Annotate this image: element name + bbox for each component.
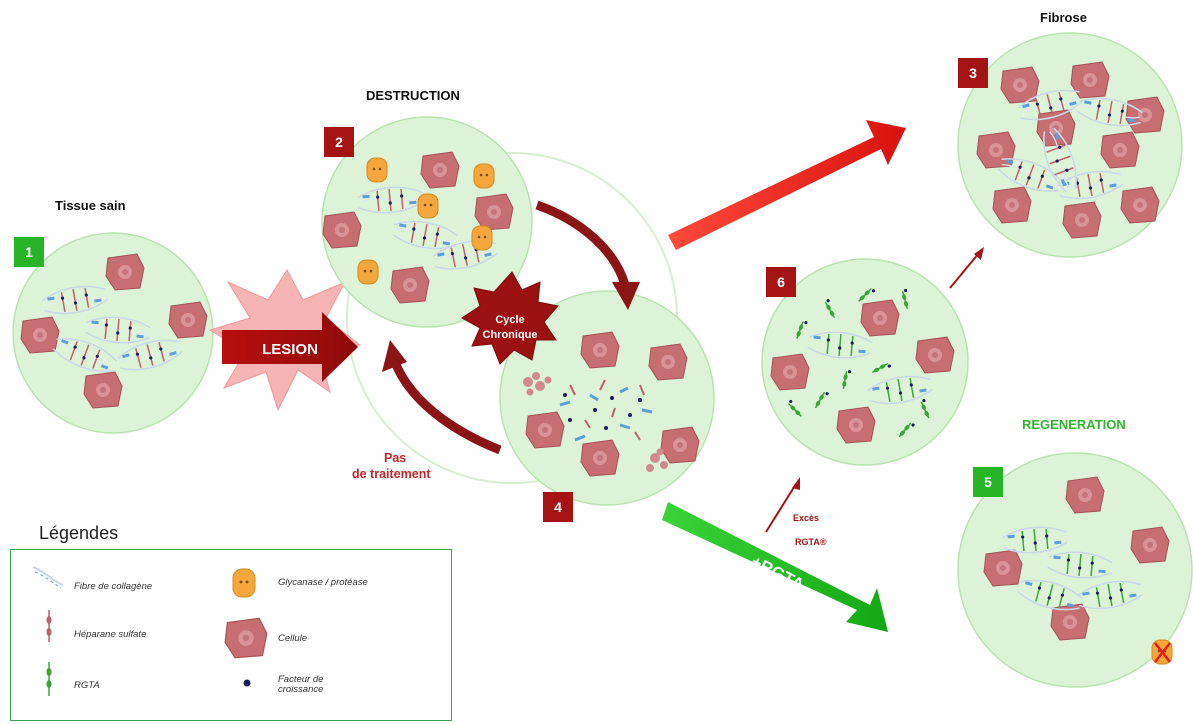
growth-factor-icon: [243, 679, 251, 687]
glycanase-icon: [232, 568, 256, 598]
regeneration-circle: [957, 452, 1193, 688]
cycle-arrow-back: [382, 340, 502, 455]
chronic-circle: [499, 290, 715, 506]
stage-3-title: Fibrose: [1040, 10, 1087, 25]
legend-growth-factor-line1: Facteur de: [278, 674, 324, 685]
legend-box: Fibre de collagène Héparane sulfate RGTA…: [10, 549, 452, 721]
excess-label-line2: RGTA®: [795, 537, 827, 547]
fibrosis-circle: [957, 32, 1183, 258]
excess-arrow: [765, 477, 800, 533]
legend-rgta-label: RGTA: [74, 680, 100, 691]
stage-4-badge: 4: [543, 492, 573, 522]
stage-3-badge: 3: [958, 58, 988, 88]
stage-1-title: Tissue sain: [55, 198, 126, 213]
healthy-tissue-circle: [12, 232, 214, 434]
cycle-label-line2: Chronique: [483, 329, 538, 341]
legend-cell-label: Cellule: [278, 633, 308, 644]
no-treatment-arrow-red: [668, 120, 906, 250]
legend-symbols: [32, 566, 268, 696]
stage-1-badge: 1: [14, 237, 44, 267]
excess-rgta-circle: [761, 258, 969, 466]
lesion-burst: [208, 269, 362, 412]
legend-glycanase-label: Glycanase / protéase: [278, 577, 368, 588]
cycle-label-line1: Cycle: [495, 314, 524, 326]
excess-label-line1: Excès: [793, 513, 820, 523]
collagen-fiber-icon: [32, 566, 64, 589]
legend-title: Légendes: [39, 523, 119, 543]
stage-5-title: REGENERATION: [1022, 417, 1126, 432]
no-treatment-label-line1: Pas: [384, 451, 407, 465]
stage-2-badge: 2: [324, 127, 354, 157]
heparan-sulfate-icon: [46, 610, 52, 642]
no-treatment-label-line2: de traitement: [352, 467, 431, 481]
cycle-arrow-down: [535, 200, 640, 310]
stage-6-badge: 6: [766, 267, 796, 297]
stage-2-title: DESTRUCTION: [366, 88, 460, 103]
legend-heparan-label: Héparane sulfate: [74, 629, 147, 640]
legend-collagen-label: Fibre de collagène: [74, 581, 153, 592]
destruction-circle: [321, 116, 533, 328]
inhibited-enzyme-icon: [1151, 639, 1173, 665]
rgta-icon: [46, 662, 52, 696]
to-fibrosis-arrow: [949, 247, 984, 289]
stage-5-badge: 5: [973, 467, 1003, 497]
cycle-chronique-star: [461, 271, 559, 365]
rgta-arrow-green: [662, 502, 888, 632]
cell-icon: [224, 617, 268, 659]
lesion-label: LESION: [262, 341, 318, 358]
legend-growth-factor-line2: croissance: [278, 684, 324, 695]
